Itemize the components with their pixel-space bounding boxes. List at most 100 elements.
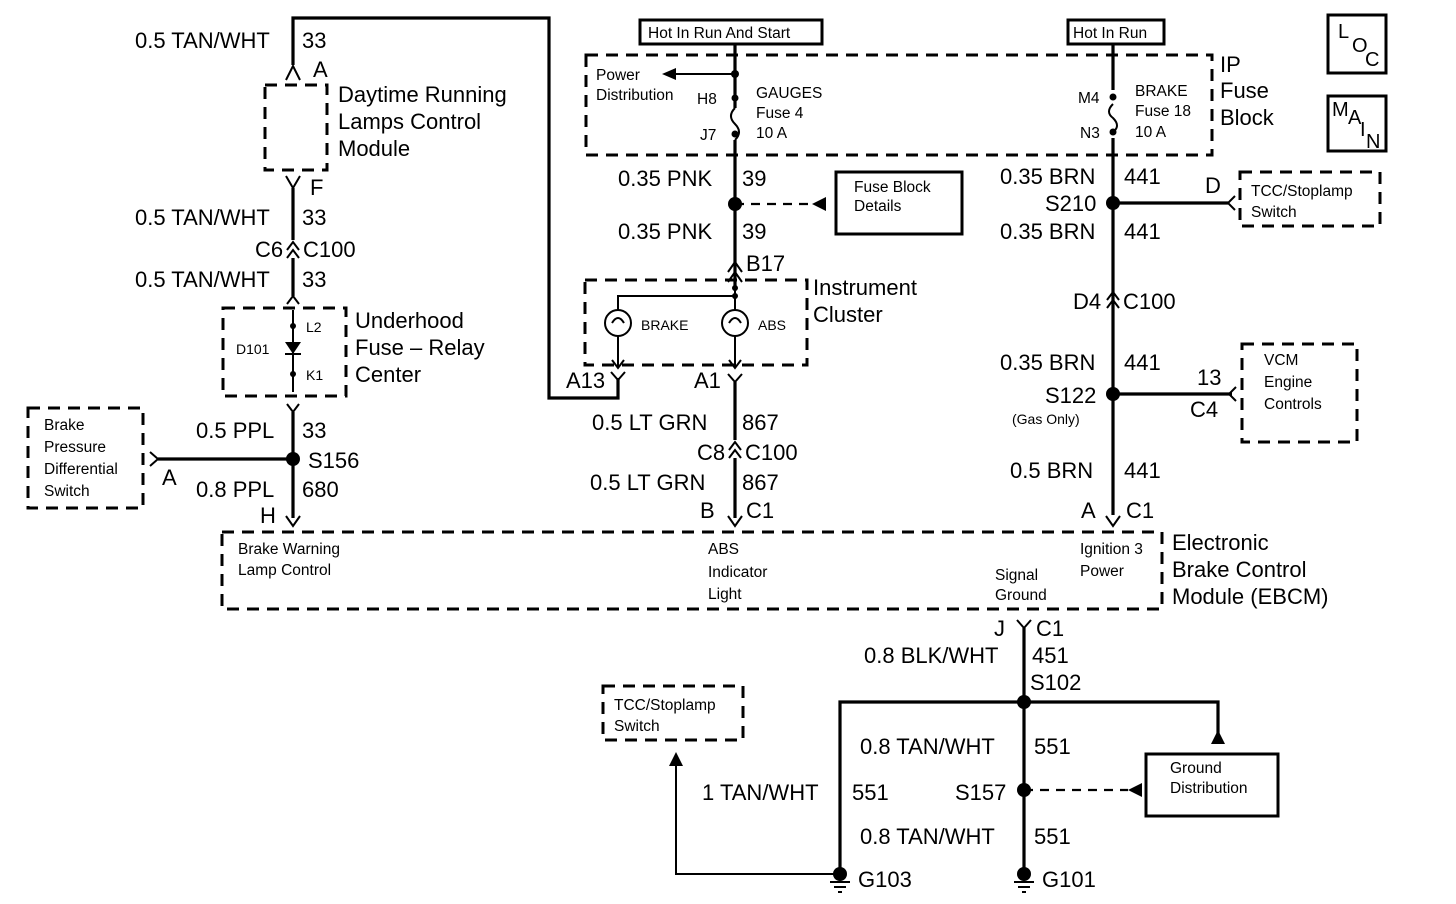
wire-number-551-c: 551: [1034, 824, 1071, 849]
loc-letter-l: L: [1338, 21, 1349, 43]
connector-c100-a-icon: [286, 240, 300, 259]
wire-number-441-a: 441: [1124, 164, 1161, 189]
bpd-switch-label-4: Switch: [44, 483, 90, 500]
wire-label-867-b: 0.5 LT GRN: [590, 470, 705, 495]
underhood-label-1: Underhood: [355, 308, 464, 333]
hot-run-box: [1066, 18, 1166, 46]
splice-label-s122: S122: [1045, 383, 1096, 408]
ground-g101-icon: [1014, 881, 1034, 893]
connector-c100-b-icon: [728, 440, 742, 459]
wire-label-680: 0.8 PPL: [196, 477, 274, 502]
instrument-cluster-label-1: Instrument: [813, 275, 917, 300]
pin-drl-a: A: [313, 57, 328, 82]
wire-number-551-b: 551: [852, 780, 889, 805]
tcc-switch-left-label-2: Switch: [614, 718, 660, 735]
fuse-block-details-box[interactable]: [834, 170, 964, 236]
pin-c6: C6: [255, 237, 283, 262]
wire-label-451: 0.8 BLK/WHT: [864, 643, 998, 668]
label-d101: D101: [236, 341, 270, 357]
ebcm-brake-warning-label-2: Lamp Control: [238, 562, 331, 579]
connector-tcc-d-icon: [1226, 195, 1236, 211]
pin-l2: L2: [306, 319, 322, 335]
pin-ebcm-a: A: [1081, 498, 1096, 523]
gauges-fuse-label-1: GAUGES: [756, 85, 822, 102]
wire-number-33-mid: 33: [302, 205, 326, 230]
instrument-cluster-outline: [583, 278, 809, 367]
wire-label-33-low: 0.5 TAN/WHT: [135, 267, 270, 292]
splice-label-s157: S157: [955, 780, 1006, 805]
vcm-label-2: Engine: [1264, 374, 1312, 391]
abs-lamp-label: ABS: [758, 317, 786, 333]
pin-drl-f: F: [310, 175, 323, 200]
pin-13: 13: [1197, 365, 1221, 390]
wire-number-867-a: 867: [742, 410, 779, 435]
vcm-outline: [1240, 342, 1359, 444]
gauges-fuse-label-3: 10 A: [756, 125, 788, 142]
wire-number-680: 680: [302, 477, 339, 502]
wire-label-551-b: 1 TAN/WHT: [702, 780, 819, 805]
pin-b17: B17: [746, 251, 785, 276]
main-letter-a: A: [1348, 107, 1362, 129]
pin-a13: A13: [566, 368, 605, 393]
wire-number-39-b: 39: [742, 219, 766, 244]
main-box[interactable]: M A I N: [1326, 94, 1388, 153]
wire-label-33-mid: 0.5 TAN/WHT: [135, 205, 270, 230]
wire-number-451: 451: [1032, 643, 1069, 668]
loc-letter-o: O: [1352, 35, 1368, 57]
ground-distribution-up-arrow-icon: [1211, 730, 1225, 744]
tcc-switch-left-label-1: TCC/Stoplamp: [614, 697, 716, 714]
ground-distribution-box[interactable]: [1144, 752, 1280, 818]
wire-label-551-a: 0.8 TAN/WHT: [860, 734, 995, 759]
splice-label-s102: S102: [1030, 670, 1081, 695]
splice-label-s210: S210: [1045, 191, 1096, 216]
splice-label-s156: S156: [308, 448, 359, 473]
wire-label-33-top: 0.5 TAN/WHT: [135, 28, 270, 53]
ebcm-outline: [220, 530, 1164, 611]
hot-run-start-label: Hot In Run And Start: [648, 25, 791, 42]
pin-c100-c: C100: [1123, 289, 1176, 314]
drl-module-outline: [263, 83, 329, 172]
underhood-label-2: Fuse – Relay: [355, 335, 485, 360]
drl-module-label-3: Module: [338, 136, 410, 161]
hot-run-start-box: [638, 18, 824, 46]
power-distribution-arrow-icon: [662, 68, 676, 80]
bpd-switch-label-3: Differential: [44, 461, 118, 478]
ground-distribution-label-1: Ground: [1170, 760, 1222, 777]
gauges-fuse-label-2: Fuse 4: [756, 105, 804, 122]
loc-box[interactable]: L O C: [1326, 13, 1388, 75]
ebcm-label-1: Electronic: [1172, 530, 1269, 555]
wire-label-441-b: 0.35 BRN: [1000, 219, 1095, 244]
connector-drl-f-icon: [285, 175, 301, 190]
tcc-switch-right-label-2: Switch: [1251, 204, 1297, 221]
pin-j7: J7: [700, 127, 716, 144]
wire-33-loop: [291, 16, 620, 400]
diode-d101-icon: [285, 342, 301, 354]
vcm-label-1: VCM: [1264, 352, 1298, 369]
bpd-switch-outline: [26, 406, 145, 510]
pin-n3: N3: [1080, 125, 1100, 142]
abs-lamp-icon: [721, 309, 749, 337]
ip-fuse-block-title-2: Fuse: [1220, 78, 1269, 103]
gauges-fuse-icon: [730, 107, 740, 141]
pin-c100-b: C100: [745, 440, 798, 465]
brake-lamp-icon: [604, 309, 632, 337]
instrument-cluster-label-2: Cluster: [813, 302, 883, 327]
ebcm-ignition-label-2: Power: [1080, 563, 1124, 580]
wire-number-551-a: 551: [1034, 734, 1071, 759]
pin-m4: M4: [1078, 90, 1100, 107]
bpd-switch-label-1: Brake: [44, 417, 85, 434]
tcc-switch-up-arrow-icon: [669, 752, 683, 766]
pin-c1-b: C1: [746, 498, 774, 523]
pin-a1: A1: [694, 368, 721, 393]
ebcm-abs-label-3: Light: [708, 586, 742, 603]
brake-fuse-icon: [1108, 103, 1118, 133]
ebcm-signal-ground-label-2: Ground: [995, 587, 1047, 604]
wire-label-867-a: 0.5 LT GRN: [592, 410, 707, 435]
fuse-block-details-arrow-icon: [812, 197, 826, 211]
brake-lamp-label: BRAKE: [641, 317, 688, 333]
pin-c1-j: C1: [1036, 616, 1064, 641]
pin-k1: K1: [306, 367, 323, 383]
wire-number-441-b: 441: [1124, 219, 1161, 244]
brake-fuse-label-1: BRAKE: [1135, 83, 1188, 100]
ebcm-brake-warning-label-1: Brake Warning: [238, 541, 340, 558]
